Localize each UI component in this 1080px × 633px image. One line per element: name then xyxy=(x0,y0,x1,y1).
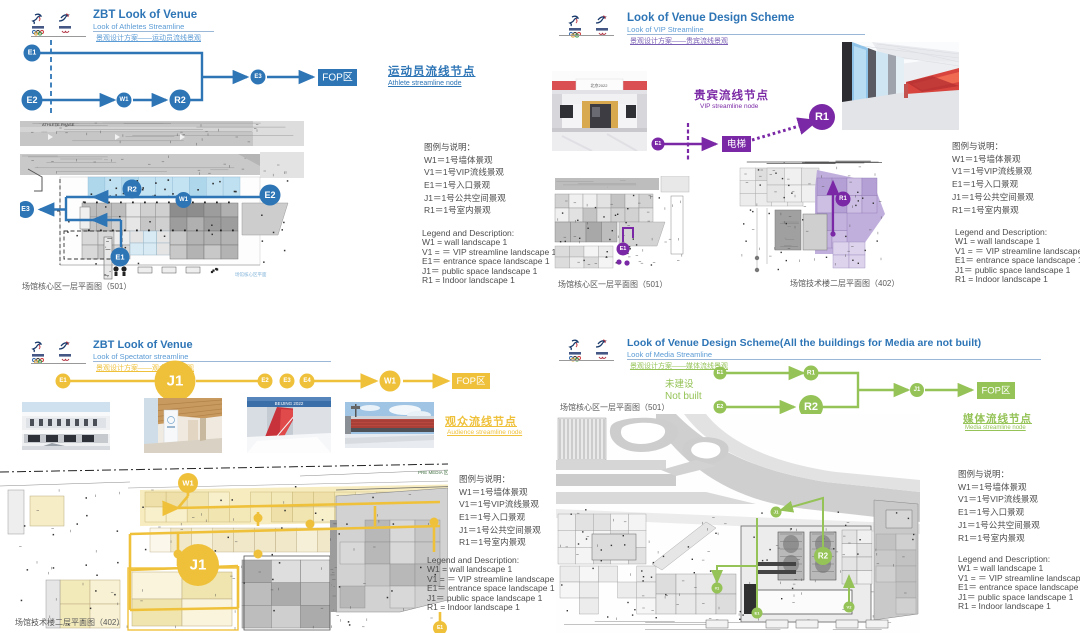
svg-text:R1: R1 xyxy=(839,196,847,202)
svg-text:E1: E1 xyxy=(620,246,627,252)
svg-text:W1: W1 xyxy=(182,479,193,488)
svg-text:E3: E3 xyxy=(21,206,30,213)
svg-text:J1: J1 xyxy=(167,373,184,390)
svg-text:E1: E1 xyxy=(115,253,124,262)
svg-text:R2: R2 xyxy=(174,95,186,105)
svg-text:电梯: 电梯 xyxy=(727,138,747,150)
svg-text:E4: E4 xyxy=(303,378,311,384)
svg-text:FOP区: FOP区 xyxy=(456,376,486,387)
svg-text:E1: E1 xyxy=(655,141,662,147)
svg-text:#1: #1 xyxy=(715,586,720,591)
svg-text:场馆核心区平面: 场馆核心区平面 xyxy=(235,271,267,278)
svg-text:R2: R2 xyxy=(127,185,137,194)
svg-text:E1: E1 xyxy=(437,625,443,631)
svg-text:E1: E1 xyxy=(28,50,37,57)
svg-text:E1: E1 xyxy=(755,611,761,616)
svg-text:W1: W1 xyxy=(179,197,189,203)
svg-text:R1: R1 xyxy=(815,111,829,123)
svg-text:J1: J1 xyxy=(914,387,921,393)
svg-text:R2: R2 xyxy=(804,401,818,413)
svg-text:J1: J1 xyxy=(190,557,207,574)
svg-text:北京2022: 北京2022 xyxy=(591,82,609,88)
svg-text:R2: R2 xyxy=(818,552,829,561)
svg-text:BEIJING 2022: BEIJING 2022 xyxy=(275,401,304,406)
svg-text:E1: E1 xyxy=(59,378,67,384)
svg-text:E2: E2 xyxy=(26,95,37,105)
svg-text:V2: V2 xyxy=(847,605,853,610)
svg-text:E1: E1 xyxy=(717,370,724,376)
svg-text:FOP区: FOP区 xyxy=(981,386,1011,397)
svg-text:E2: E2 xyxy=(717,404,724,410)
svg-text:J1: J1 xyxy=(773,510,779,515)
svg-text:E3: E3 xyxy=(283,378,291,384)
svg-text:W1: W1 xyxy=(120,97,130,103)
svg-text:E3: E3 xyxy=(254,74,262,80)
svg-text:PRE MEDIA 区: PRE MEDIA 区 xyxy=(418,470,448,475)
svg-text:E2: E2 xyxy=(261,378,269,384)
svg-text:E2: E2 xyxy=(264,190,275,200)
svg-text:R1: R1 xyxy=(807,370,816,377)
svg-text:FOP区: FOP区 xyxy=(322,72,353,84)
svg-text:W1: W1 xyxy=(384,377,397,386)
svg-text:ATHLETE PHASE: ATHLETE PHASE xyxy=(42,122,75,127)
